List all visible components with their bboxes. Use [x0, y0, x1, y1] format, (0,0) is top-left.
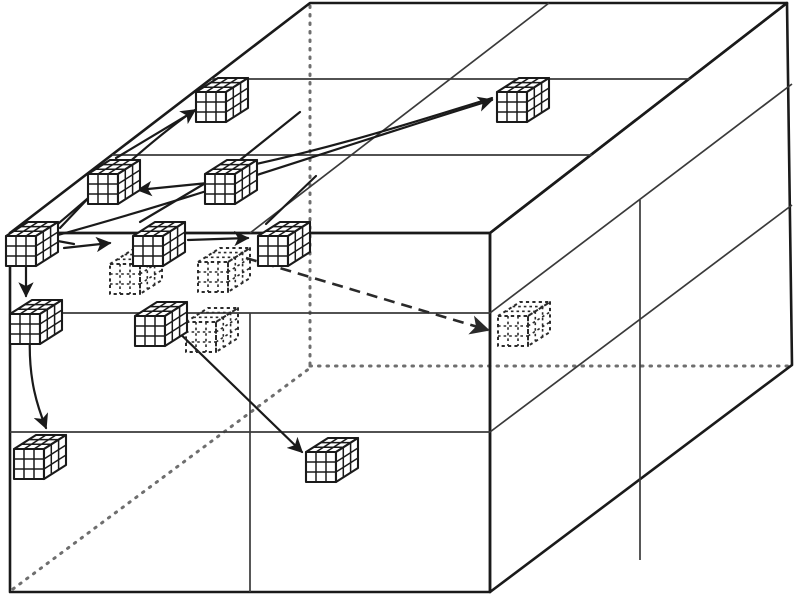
top-face-ruling-3 [249, 2, 550, 234]
right-face-ruling-2 [489, 204, 793, 433]
hidden-edge-diagonal [11, 366, 312, 591]
migration-arrows [18, 96, 494, 454]
right-face-ruling-1 [489, 83, 793, 314]
arrow-migration-5 [56, 96, 494, 237]
arrow-ghost-migration [245, 256, 490, 335]
arrow-migration-5b [216, 96, 494, 174]
arrow-migration-9 [166, 320, 304, 454]
arrow-migration-4 [136, 180, 210, 197]
arrow-connector-5 [238, 110, 302, 162]
arrow-migration-2 [62, 236, 112, 253]
arrow-migration-8 [28, 333, 49, 430]
arrow-migration-3 [186, 230, 250, 247]
arrow-connector-3 [114, 108, 198, 160]
box-subdivision-lines [10, 2, 793, 592]
ghost-migration-arrow [245, 256, 490, 335]
arrow-connector-4 [264, 174, 318, 226]
arrow-connector-2 [138, 176, 216, 224]
